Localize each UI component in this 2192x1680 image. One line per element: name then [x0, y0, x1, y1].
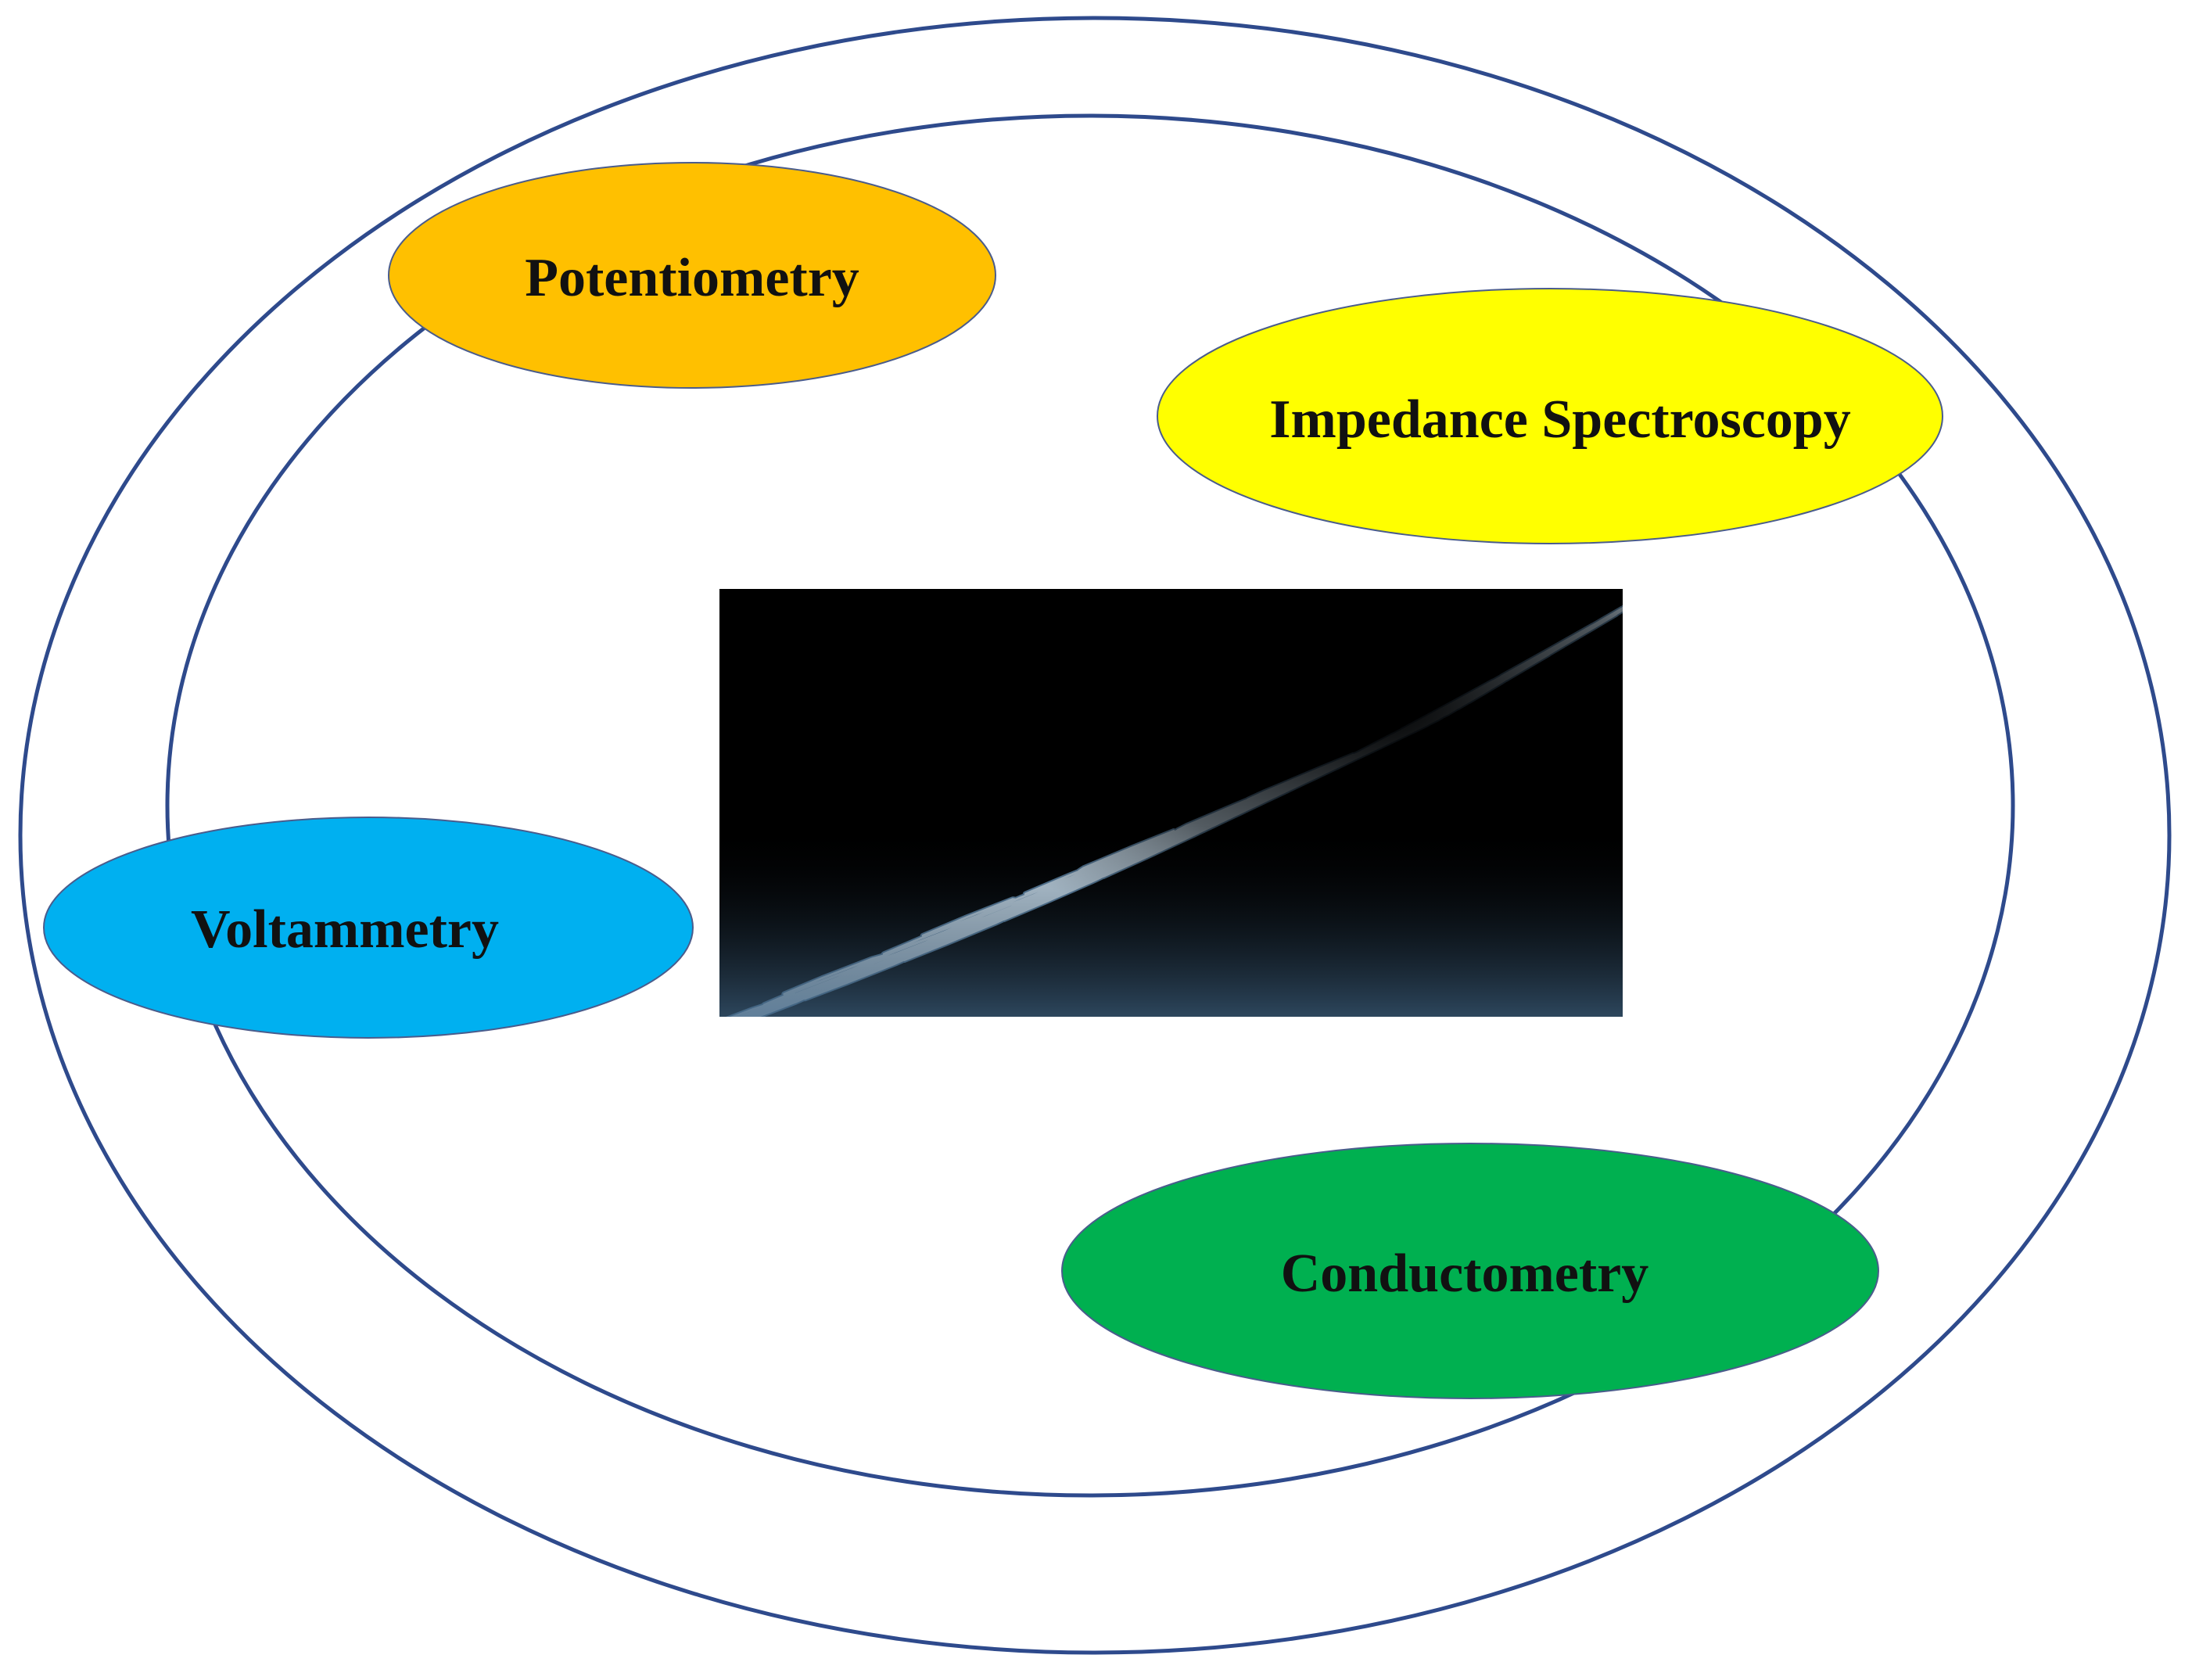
voltammetry-label: Voltammetry [191, 899, 499, 960]
method-voltammetry: Voltammetry [43, 817, 694, 1039]
method-potentiometry: Potentiometry [388, 162, 996, 389]
carbon-nanotube-lattice-image [719, 589, 1623, 1017]
conductometry-label: Conductometry [1281, 1244, 1648, 1304]
potentiometry-bubble [388, 162, 996, 389]
outer-ring [18, 16, 2172, 1655]
impedance-spectroscopy-label: Impedance Spectroscopy [1269, 389, 1850, 450]
conductometry-bubble [1061, 1143, 1879, 1399]
method-conductometry: Conductometry [1061, 1143, 1879, 1399]
potentiometry-label: Potentiometry [525, 248, 859, 308]
method-impedance-spectroscopy: Impedance Spectroscopy [1157, 288, 1943, 544]
impedance-spectroscopy-bubble [1157, 288, 1943, 544]
inner-ring [165, 113, 2015, 1498]
voltammetry-bubble [43, 817, 694, 1039]
